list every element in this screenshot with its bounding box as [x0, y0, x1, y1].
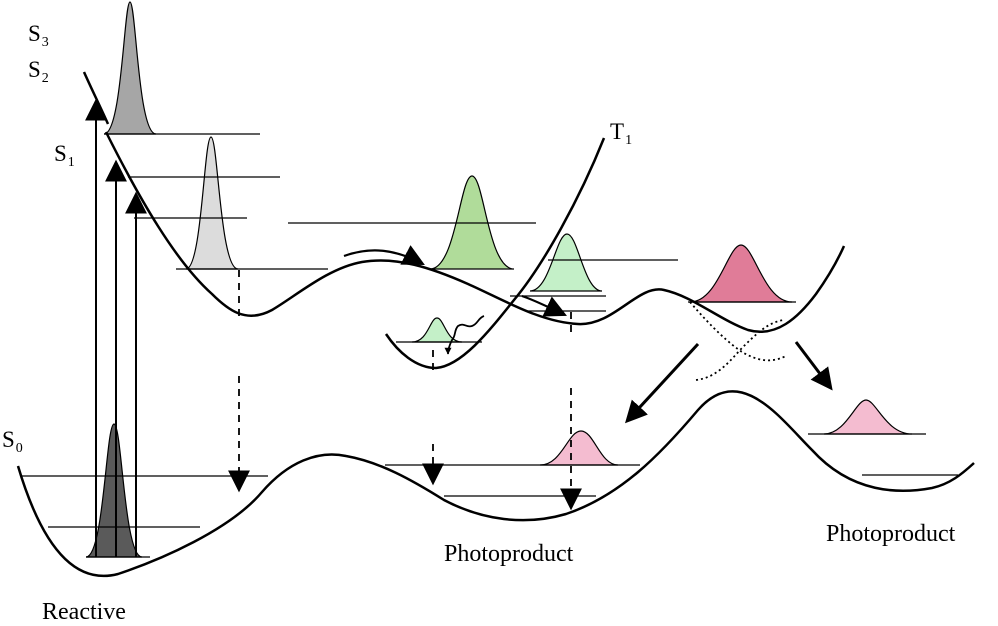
dashed-decay-arrows — [228, 270, 582, 511]
s1-curve — [104, 131, 846, 333]
conical-intersection-upper-dotted — [689, 301, 787, 362]
conical-intersection-lower-dotted — [695, 319, 785, 381]
energy-levels — [22, 133, 958, 558]
wavepacket-t1-light-green — [411, 317, 463, 343]
s1-barrier-crossing-arrow — [343, 245, 425, 266]
wavepacket-s3-s2 — [103, 1, 157, 135]
label-photoproduct-right: Photoproduct — [826, 521, 956, 547]
wavepacket-s0-reactive — [85, 423, 143, 558]
label-t1: T1 — [610, 119, 633, 148]
wavepacket-right-product-pink — [823, 399, 913, 435]
label-s2: S2 — [28, 57, 49, 86]
s1-relaxation-arrow — [521, 294, 567, 317]
wavepacket-s1 — [185, 136, 239, 270]
decay-arrow-left — [625, 342, 700, 424]
excitation-arrows — [85, 98, 147, 557]
label-reactive: Reactive — [42, 599, 126, 625]
wavepacket-s0-product-pink — [539, 430, 619, 466]
label-s0: S0 — [2, 427, 23, 456]
t1-curve — [384, 137, 606, 370]
wavepacket-conical-magenta — [689, 244, 793, 303]
label-photoproduct-left: Photoproduct — [444, 541, 574, 567]
t1-wavy-arrow — [444, 315, 485, 355]
s0-curve — [16, 390, 975, 577]
label-s1: S1 — [54, 141, 75, 170]
label-s3: S3 — [28, 21, 49, 50]
wavepacket-s1-product-light-green — [529, 233, 603, 292]
decay-arrow-right — [794, 341, 833, 391]
